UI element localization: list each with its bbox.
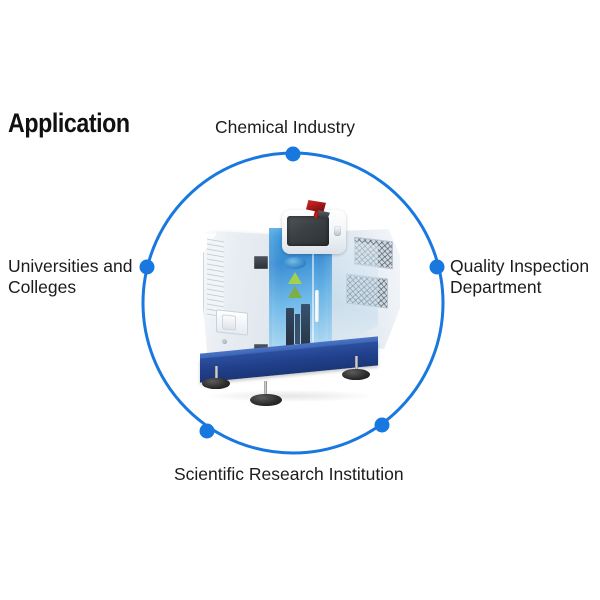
machine-foot-stem-front (264, 381, 267, 397)
machine-front-drawer-inner (222, 314, 236, 331)
machine-door-handle (315, 290, 319, 322)
node-label-chemical-industry: Chemical Industry (215, 117, 356, 137)
node-label-quality-inspection: Quality Inspection Department (450, 256, 590, 297)
product-image-impact-testing-machine (176, 200, 412, 416)
node-label-scientific-research: Scientific Research Institution (174, 464, 404, 484)
machine-specimen-clamp-center (295, 314, 300, 344)
node-dot-universities-colleges[interactable] (139, 259, 155, 275)
machine-foot-stem-left (215, 366, 218, 381)
machine-foot-stem-right (355, 356, 358, 372)
product-shadow (206, 390, 374, 402)
machine-specimen-clamp-left (286, 308, 294, 346)
warning-triangle-secondary-icon (288, 286, 302, 298)
machine-vent-louvers (207, 238, 224, 320)
node-dot-scientific-research-2[interactable] (199, 423, 215, 439)
machine-foot-pad-right (342, 369, 370, 380)
machine-specimen-clamp-right (301, 304, 310, 346)
machine-touchscreen (287, 216, 329, 246)
machine-foot-pad-front (250, 394, 282, 406)
machine-hinge-top (254, 256, 268, 269)
machine-front-indicator (222, 338, 227, 345)
node-dot-quality-inspection[interactable] (429, 259, 445, 275)
machine-pendulum-hammer (306, 200, 326, 213)
machine-inner-dial (284, 257, 306, 269)
machine-foot-pad-left (202, 378, 230, 389)
node-label-universities-colleges: Universities and Colleges (8, 256, 133, 297)
node-dot-scientific-research[interactable] (374, 417, 390, 433)
machine-panel-knob (334, 226, 341, 236)
machine-door-seam (312, 230, 314, 356)
machine-pendulum-clamp (318, 210, 330, 219)
node-dot-chemical-industry[interactable] (285, 146, 301, 162)
warning-triangle-icon (288, 272, 302, 284)
page-title: Application (8, 108, 130, 138)
